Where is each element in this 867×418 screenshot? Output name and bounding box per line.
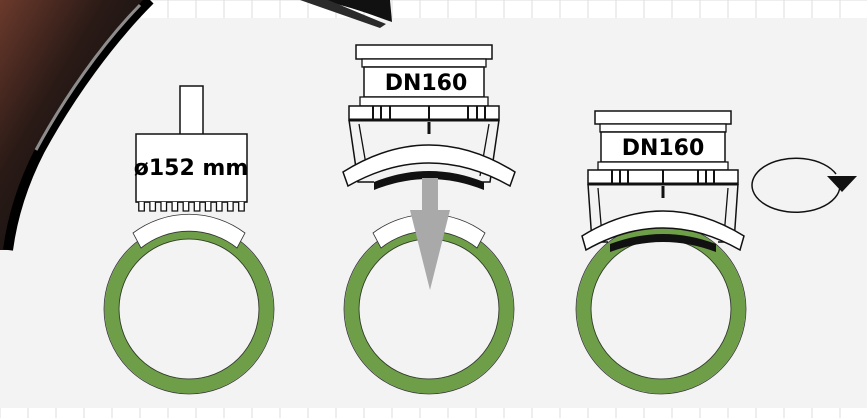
decorative-tyre-photo <box>0 0 392 251</box>
saddle-fitting-icon <box>581 110 745 252</box>
pipe-ring <box>103 213 275 395</box>
step-3: DN160 <box>575 110 857 395</box>
hole-saw-icon <box>135 85 248 212</box>
fitting-size-label: DN160 <box>622 136 705 161</box>
fitting-size-label: DN160 <box>385 71 468 96</box>
saddle-fitting-icon <box>342 44 516 190</box>
step-1: ø152 mm <box>103 85 275 395</box>
press-down-arrow-icon <box>410 178 450 290</box>
hole-saw-diameter-label: ø152 mm <box>134 156 249 181</box>
rotate-arrow-icon <box>751 157 857 213</box>
step-2: DN160 <box>342 44 516 395</box>
